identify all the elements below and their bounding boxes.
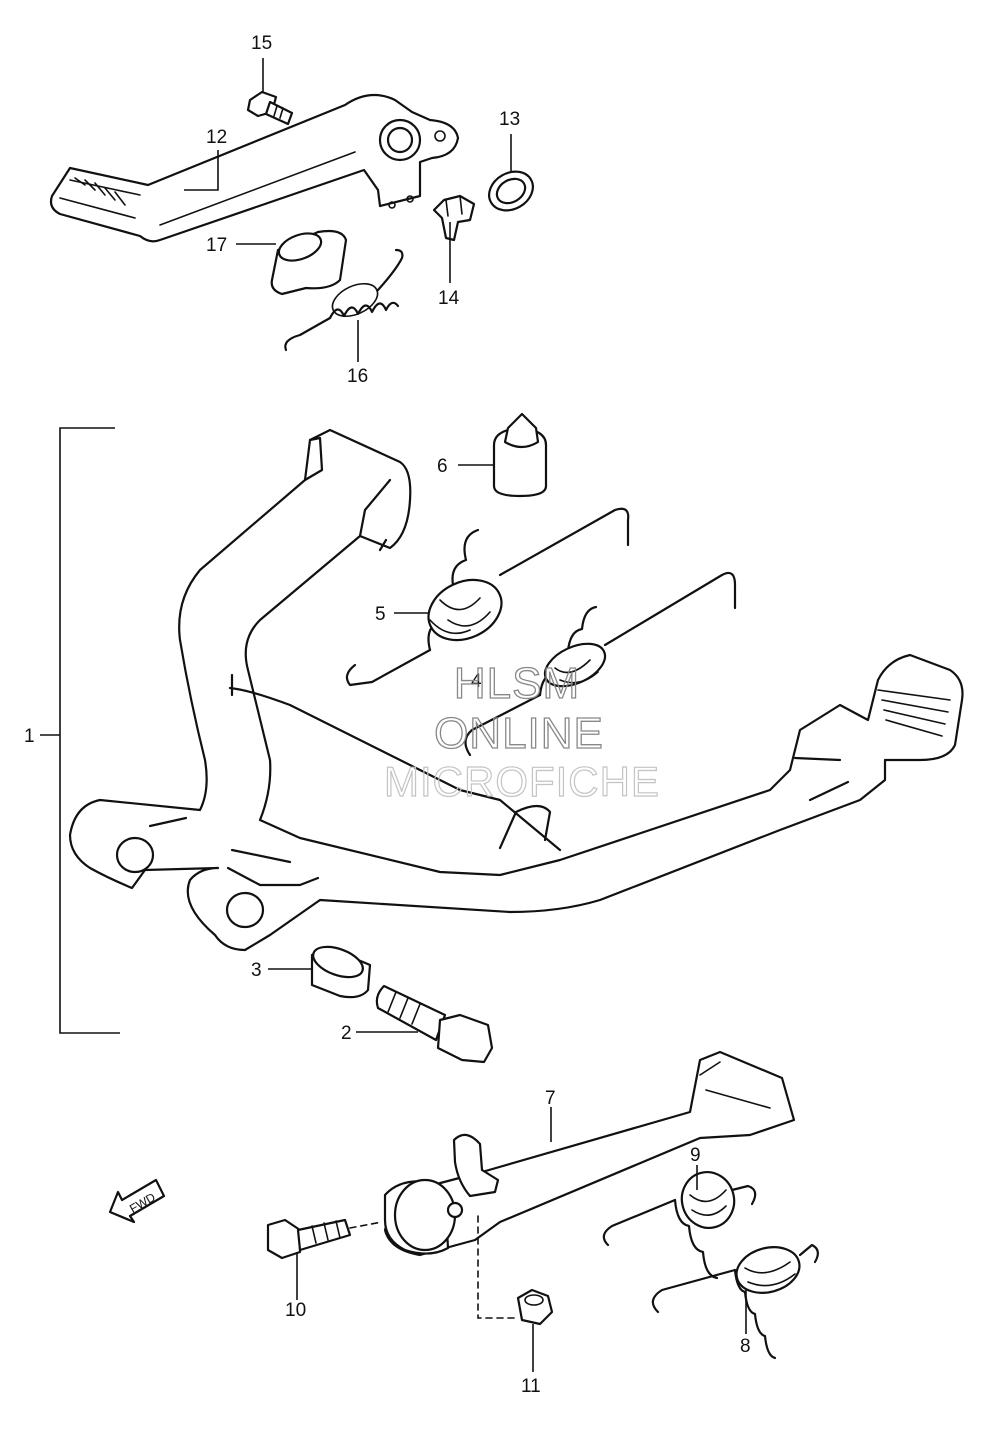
fwd-arrow-icon: FWD (108, 1178, 166, 1224)
watermark-line2: ONLINE (434, 709, 604, 758)
bolt-2 (375, 984, 494, 1064)
clip-14 (432, 194, 476, 242)
nut-11 (516, 1288, 554, 1326)
callout-17: 17 (206, 235, 227, 256)
callout-14: 14 (438, 288, 460, 309)
leader-lines (40, 58, 747, 1372)
callout-16: 16 (347, 366, 368, 387)
center-stand (68, 428, 964, 952)
callout-1: 1 (24, 726, 35, 747)
stopper-6 (492, 412, 548, 498)
callout-4: 4 (471, 671, 482, 692)
washer-13 (488, 170, 534, 212)
callout-10: 10 (285, 1300, 306, 1321)
watermark-line1: HLSM (454, 659, 580, 708)
bolt-15 (246, 90, 294, 126)
callout-6: 6 (437, 456, 448, 477)
callout-7: 7 (545, 1088, 556, 1109)
collar-3 (310, 945, 372, 999)
watermark: HLSM ONLINE MICROFICHE (383, 658, 660, 805)
callout-11: 11 (521, 1376, 541, 1397)
spring-8 (651, 1243, 819, 1360)
spring-5 (345, 507, 630, 687)
callout-15: 15 (251, 33, 272, 54)
spring-4 (464, 571, 737, 757)
callout-3: 3 (251, 960, 262, 981)
bolt-10 (266, 1218, 352, 1260)
callout-2: 2 (341, 1023, 352, 1044)
spring-16 (284, 248, 404, 352)
callout-5: 5 (375, 604, 386, 625)
spring-9 (602, 1171, 757, 1280)
collar-17 (270, 229, 348, 296)
callout-13: 13 (499, 109, 520, 130)
brake-pedal (49, 93, 460, 243)
callout-8: 8 (740, 1336, 751, 1357)
callout-9: 9 (690, 1145, 701, 1166)
watermark-line3: MICROFICHE (384, 758, 660, 805)
side-stand (383, 1050, 796, 1257)
callout-12: 12 (206, 127, 227, 148)
